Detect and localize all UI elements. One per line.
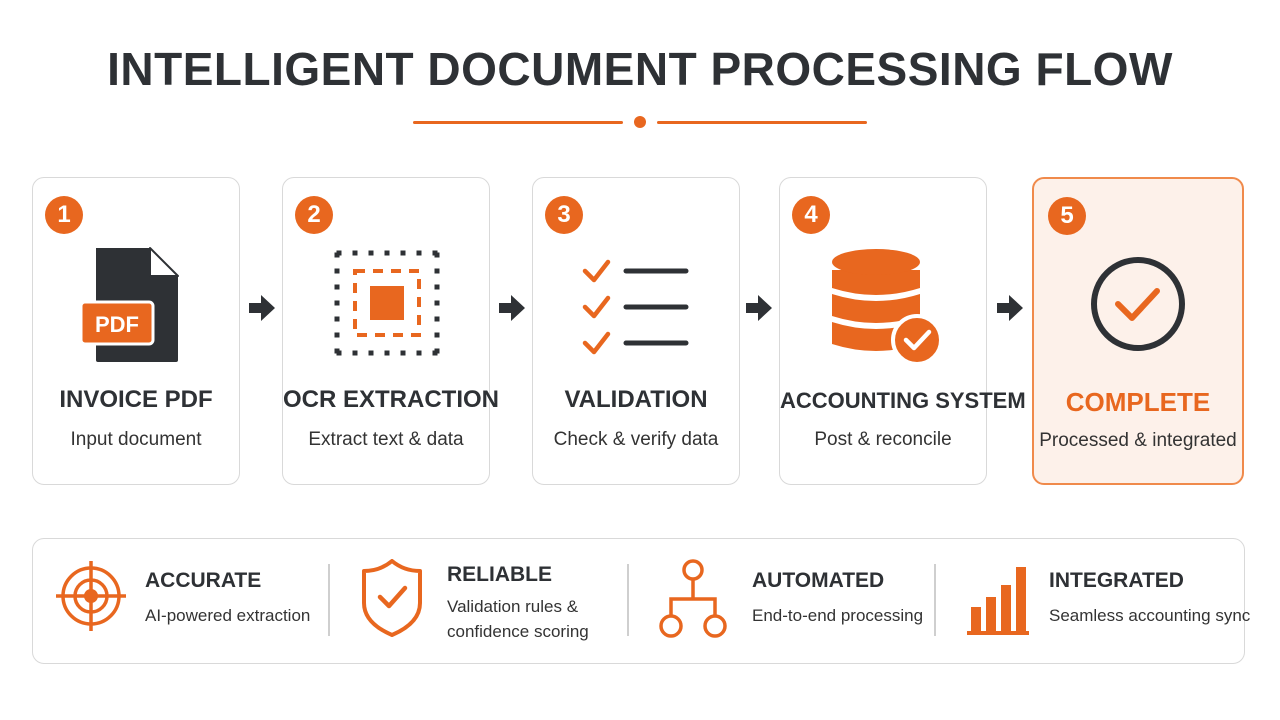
step-card-complete: 5 COMPLETE Processed & integrated	[1032, 177, 1244, 485]
arrow-right-icon	[249, 295, 275, 321]
feature-description-line: confidence scoring	[447, 622, 589, 641]
feature-automated: AUTOMATED End-to-end processing	[655, 539, 935, 665]
pdf-document-icon: PDF	[33, 240, 239, 370]
title-divider	[413, 114, 867, 130]
step-title: ACCOUNTING SYSTEM	[780, 388, 1026, 413]
step-number-badge: 2	[295, 196, 333, 234]
feature-reliable: RELIABLE Validation rules & confidence s…	[358, 539, 638, 665]
step-description: Post & reconcile	[814, 429, 952, 450]
step-number-badge: 5	[1048, 197, 1086, 235]
feature-separator	[328, 564, 330, 636]
step-description: Check & verify data	[553, 429, 719, 450]
check-circle-icon	[1034, 241, 1242, 371]
step-card-accounting-system: 4 ACCOUNTING SYSTEM Post & reconcile	[779, 177, 1026, 485]
bar-chart-icon	[965, 559, 1045, 643]
step-number-badge: 3	[545, 196, 583, 234]
feature-separator	[934, 564, 936, 636]
step-description: Extract text & data	[308, 429, 464, 450]
feature-description-line: Validation rules &	[447, 597, 579, 616]
feature-integrated: INTEGRATED Seamless accounting sync	[965, 539, 1250, 665]
feature-title: INTEGRATED	[1049, 569, 1184, 592]
step-card-invoice-pdf: 1 PDF INVOICE PDF Input document	[32, 177, 240, 485]
arrow-right-icon	[997, 295, 1023, 321]
workflow-icon	[655, 559, 735, 643]
step-title: OCR EXTRACTION	[283, 386, 499, 413]
step-description: Processed & integrated	[1039, 430, 1237, 451]
step-title: COMPLETE	[1065, 387, 1211, 417]
feature-description: Seamless accounting sync	[1049, 606, 1251, 625]
step-card-validation: 3 VALIDATION Check & verify data	[532, 177, 740, 485]
ocr-scan-icon	[283, 240, 489, 370]
step-title: VALIDATION	[564, 386, 708, 413]
feature-accurate: ACCURATE AI-powered extraction	[53, 539, 333, 665]
features-panel: ACCURATE AI-powered extraction RELIABLE …	[32, 538, 1250, 665]
step-description: Input document	[70, 429, 202, 450]
arrow-right-icon	[746, 295, 772, 321]
arrow-right-icon	[499, 295, 525, 321]
step-number-badge: 4	[792, 196, 830, 234]
feature-description: End-to-end processing	[752, 606, 924, 625]
step-number-badge: 1	[45, 196, 83, 234]
feature-separator	[627, 564, 629, 636]
feature-description: AI-powered extraction	[145, 606, 311, 625]
feature-title: ACCURATE	[145, 569, 262, 592]
pdf-label: PDF	[95, 312, 139, 337]
checklist-icon	[533, 240, 739, 370]
step-card-ocr-extraction: 2 OCR EXTRACTION Extract text & data	[282, 177, 499, 485]
target-icon	[53, 559, 133, 643]
shield-check-icon	[358, 559, 438, 643]
feature-title: RELIABLE	[447, 563, 552, 586]
feature-title: AUTOMATED	[752, 569, 885, 592]
database-check-icon	[780, 240, 986, 370]
page-title: INTELLIGENT DOCUMENT PROCESSING FLOW	[107, 43, 1173, 95]
step-title: INVOICE PDF	[59, 386, 213, 413]
